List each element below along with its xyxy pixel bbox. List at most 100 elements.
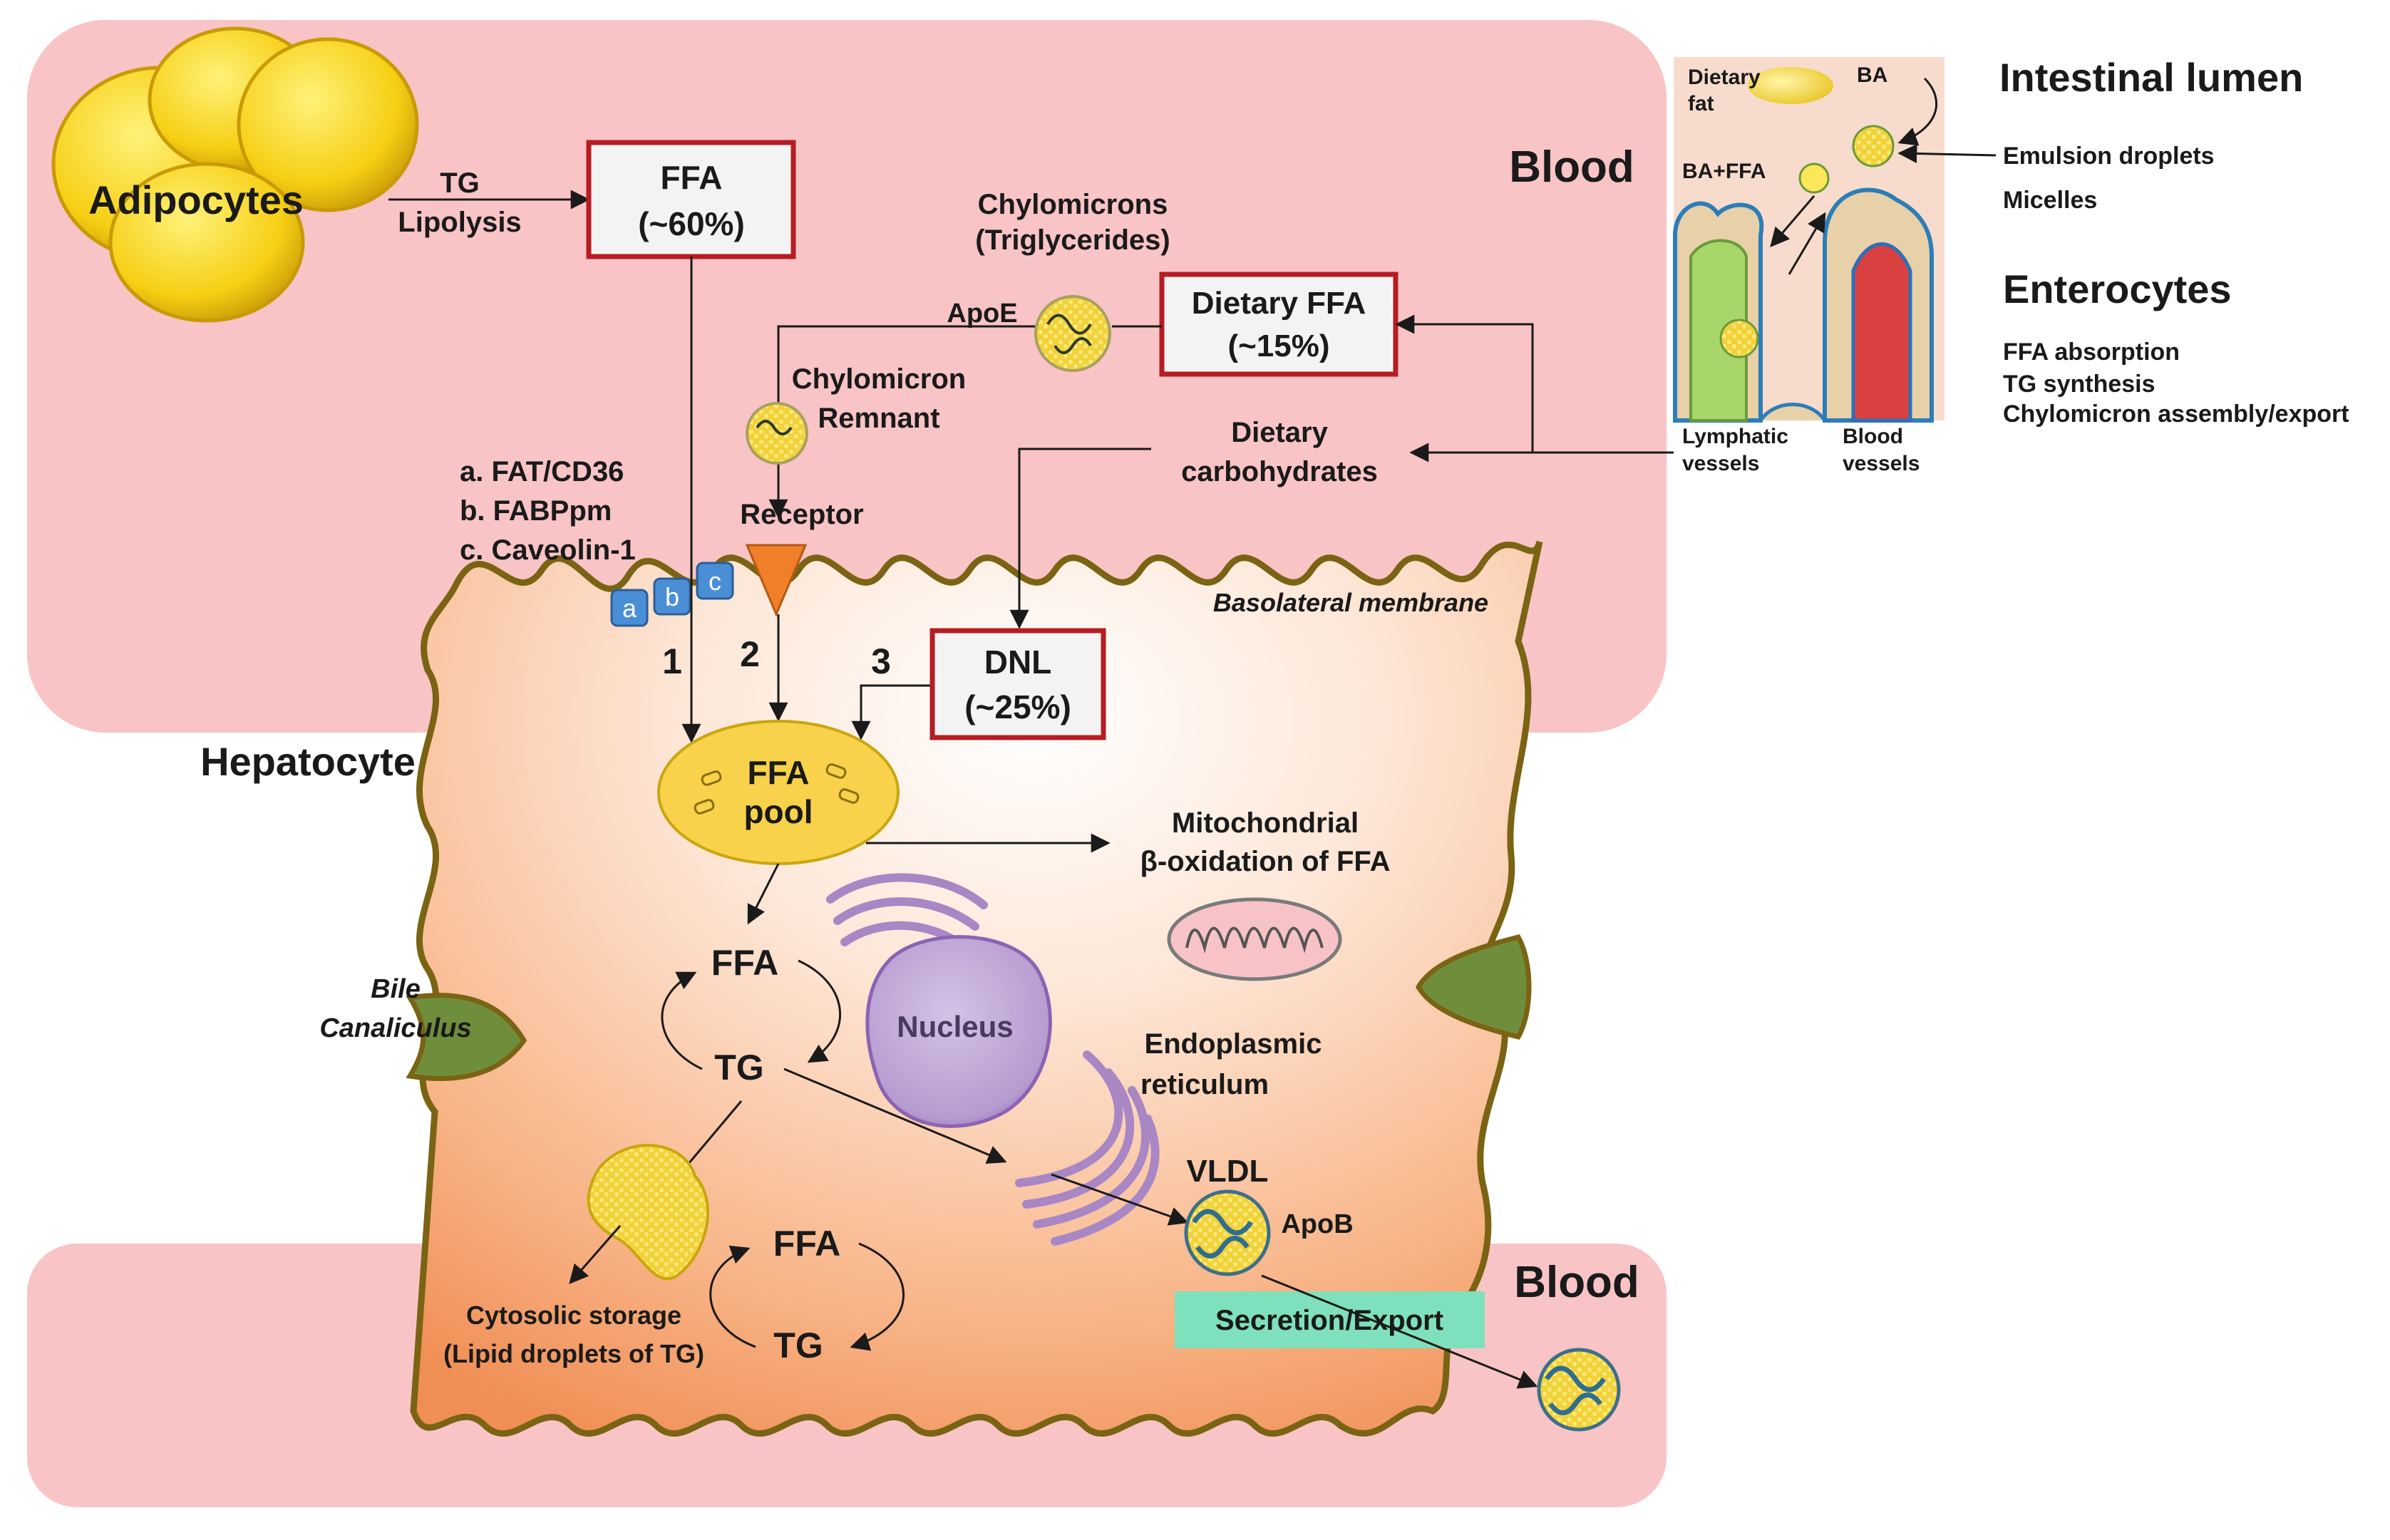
adipocyte-cluster — [51, 26, 419, 323]
cycle-ffa-label: FFA — [711, 943, 778, 983]
remnant-strand — [756, 420, 793, 435]
transporter-c-label: c. Caveolin-1 — [460, 534, 636, 566]
tg-label: TG — [440, 167, 480, 199]
nucleus-label: Nucleus — [897, 1010, 1013, 1043]
inset-dietary-fat-label-2: fat — [1688, 92, 1714, 115]
ffa-60-box — [586, 140, 796, 259]
dnl-box — [929, 628, 1106, 740]
chip-c: c — [709, 567, 721, 596]
chip-b: b — [665, 582, 679, 611]
chylomicron-particle — [1034, 295, 1111, 372]
apob-label: ApoB — [1281, 1209, 1353, 1239]
dietary-ffa-percent: (~15%) — [1227, 329, 1329, 363]
mito-label-2: β-oxidation of FFA — [1140, 846, 1390, 877]
chylomicron-apoe-strand — [1046, 314, 1092, 354]
apoe-label: ApoE — [947, 299, 1017, 329]
secreted-vldl-strand — [1545, 1365, 1606, 1415]
chylomicron-remnant-label-2: Remnant — [818, 403, 939, 434]
intestinal-inset — [1673, 57, 1945, 423]
ffa-pool-label: FFA — [748, 754, 810, 791]
cycle-arrow-left — [661, 971, 703, 1070]
chylomicrons-subtitle: (Triglycerides) — [975, 224, 1170, 256]
ffa-absorption-label: FFA absorption — [2003, 339, 2180, 366]
chylomicron-remnant-particle — [746, 402, 808, 465]
inset-dietary-fat-label: Dietary — [1688, 66, 1761, 89]
transporter-chips — [610, 562, 734, 627]
receptor-triangle — [745, 544, 808, 617]
storage-tg-label: TG — [773, 1325, 823, 1365]
chip-a: a — [622, 594, 637, 623]
ffa-60-label: FFA — [661, 159, 723, 196]
path-2-number: 2 — [740, 634, 760, 674]
arrow-tg-to-droplet — [683, 1100, 743, 1169]
bile-canaliculus-left — [406, 993, 527, 1081]
dnl-label: DNL — [984, 644, 1052, 681]
tg-synthesis-label: TG synthesis — [2003, 371, 2155, 398]
bile-label: Bile — [371, 974, 421, 1004]
mito-label: Mitochondrial — [1172, 807, 1359, 839]
blood-region-top — [27, 20, 1667, 733]
blood-top-label: Blood — [1509, 143, 1634, 192]
arrow-droplet-to-storage — [569, 1225, 622, 1285]
blood-bottom-label: Blood — [1514, 1258, 1639, 1307]
nucleus — [865, 935, 1052, 1128]
adipocytes-label: Adipocytes — [88, 177, 304, 222]
arrow-carbs-to-dnl — [1009, 448, 1151, 629]
er-label: Endoplasmic — [1145, 1028, 1322, 1060]
endoplasmic-reticulum — [1015, 1050, 1160, 1246]
chylomicrons-label: Chylomicrons — [978, 189, 1168, 220]
inset-lymphatic-label: Lymphatic — [1682, 425, 1788, 448]
chylomicron-remnant-label: Chylomicron — [792, 363, 966, 395]
storage-ffa-label: FFA — [773, 1224, 840, 1263]
dietary-carbs-label-2: carbohydrates — [1181, 456, 1378, 487]
secretion-label: Secretion/Export — [1215, 1305, 1443, 1336]
ffa-pool — [657, 720, 900, 865]
inset-lymphatic-label-2: vessels — [1682, 452, 1759, 475]
enterocytes-heading: Enterocytes — [2003, 267, 2232, 311]
vldl-label: VLDL — [1187, 1154, 1269, 1189]
cytosolic-storage-label: Cytosolic storage — [466, 1301, 681, 1330]
secreted-vldl-particle — [1537, 1348, 1621, 1432]
transporter-b-label: b. FABPpm — [460, 495, 612, 527]
arrow-emulsion-pointer — [1897, 144, 1997, 164]
arrow-path-3 — [851, 684, 932, 740]
ffa-pool-granules — [694, 763, 860, 815]
secretion-box — [1175, 1291, 1485, 1348]
ffa-60-percent: (~60%) — [638, 205, 745, 242]
arrow-er-to-vldl — [1051, 1173, 1189, 1226]
inset-blood-vessels-label: Blood — [1843, 425, 1903, 448]
lipid-droplet — [587, 1144, 710, 1281]
dietary-carbs-label: Dietary — [1231, 417, 1328, 448]
er-label-2: reticulum — [1140, 1069, 1269, 1100]
chylomicron-assembly-label: Chylomicron assembly/export — [2003, 400, 2349, 428]
dietary-ffa-label: Dietary FFA — [1192, 286, 1366, 321]
vldl-apob-strand — [1192, 1209, 1253, 1259]
basolateral-membrane-label: Basolateral membrane — [1213, 588, 1488, 617]
mitochondrion — [1167, 897, 1342, 981]
inset-blood-vessels-label-2: vessels — [1843, 452, 1920, 475]
arrow-tg-to-er — [783, 1068, 1007, 1164]
storage-cycle-left — [709, 1245, 756, 1348]
micelles-label: Micelles — [2003, 187, 2097, 214]
arrow-pool-to-cycle — [747, 863, 780, 925]
lipolysis-label: Lipolysis — [398, 207, 521, 238]
arrow-secretion — [1261, 1274, 1538, 1389]
receptor-label: Receptor — [740, 499, 863, 530]
transporter-a-label: a. FAT/CD36 — [460, 456, 624, 487]
hepatocyte-label: Hepatocyte — [200, 739, 416, 784]
dnl-percent: (~25%) — [964, 688, 1071, 725]
path-3-number: 3 — [871, 641, 891, 681]
inset-ba-label: BA — [1857, 63, 1887, 87]
bile-canaliculus-right — [1415, 934, 1532, 1040]
cycle-tg-label: TG — [714, 1048, 763, 1087]
path-1-number: 1 — [662, 641, 682, 681]
storage-cycle-right — [850, 1242, 905, 1351]
cytosolic-storage-label-2: (Lipid droplets of TG) — [443, 1339, 704, 1368]
intestinal-lumen-heading: Intestinal lumen — [1999, 55, 2303, 100]
bile-label-2: Canaliculus — [319, 1013, 471, 1043]
ffa-pool-label-2: pool — [743, 793, 813, 830]
inset-ba-ffa-label: BA+FFA — [1682, 160, 1766, 183]
emulsion-droplets-label: Emulsion droplets — [2003, 143, 2215, 170]
cycle-arrow-right — [798, 959, 842, 1063]
